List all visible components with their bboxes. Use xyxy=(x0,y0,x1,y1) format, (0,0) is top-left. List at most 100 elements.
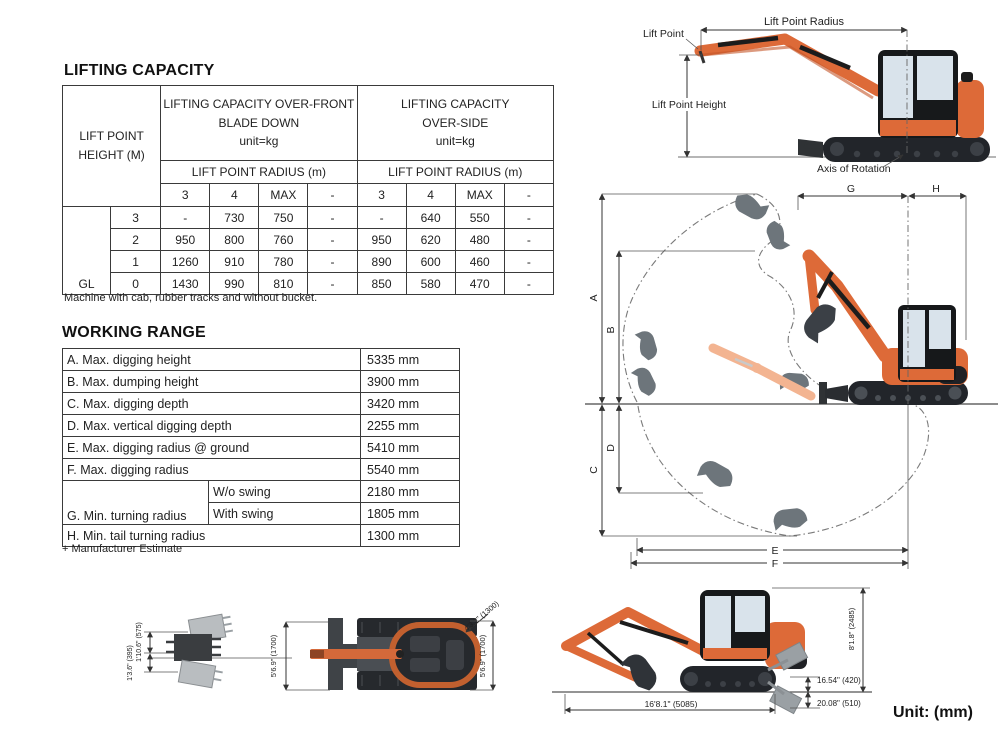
bucket-silhouettes xyxy=(627,192,810,536)
height-cell: 0 xyxy=(110,272,162,295)
blade-position-illustration xyxy=(166,613,234,689)
table-row: GL 3 - 730 750 - - 640 550 - xyxy=(61,206,555,295)
dim-label-right-1700: 5'6.9" (1700) xyxy=(478,634,487,677)
dim-label-width-1700: 5'6.9" (1700) xyxy=(269,634,278,677)
working-range-table: A. Max. digging height 5335 mm B. Max. d… xyxy=(61,348,461,547)
dim-label-1300: 4'3.2" (1300) xyxy=(462,599,500,634)
dim-label-e: E xyxy=(771,545,778,557)
dim-label-blade-up: 16.54" (420) xyxy=(817,676,861,685)
axis-of-rotation-label: Axis of Rotation xyxy=(817,163,891,175)
dim-label-c: C xyxy=(588,466,600,474)
range-value: 3900 mm xyxy=(360,370,461,393)
table-row: 2 950 800 760 - 950 620 480 - xyxy=(63,228,555,251)
cap-cell: 470 xyxy=(454,272,505,295)
cap-cell: 850 xyxy=(356,272,407,295)
cap-cell: 910 xyxy=(209,250,260,273)
cap-cell: - xyxy=(307,250,358,273)
table-row: LIFT POINT HEIGHT (M) LIFTING CAPACITY O… xyxy=(61,85,555,207)
lift-point-radius-dimension: Lift Point Radius xyxy=(700,16,908,50)
dim-label-length: 16'8.1" (5085) xyxy=(645,699,698,709)
excavator-plan-illustration xyxy=(310,618,481,690)
excavator-side-illustration xyxy=(694,33,990,162)
ghost-arm-illustration xyxy=(708,343,816,401)
track-width-dimension: 5'6.9" (1700) xyxy=(269,621,330,691)
dim-label-395: 1'3.6" (395) xyxy=(127,645,134,681)
range-sublabel: With swing xyxy=(207,502,362,525)
height-cell: 3 xyxy=(110,206,162,229)
swing-radius-dimension: 4'3.2" (1300) xyxy=(462,599,500,634)
table-row: H. Min. tail turning radius 1300 mm xyxy=(61,524,461,547)
cap-cell: 990 xyxy=(209,272,260,295)
gl-cell: GL xyxy=(61,206,112,295)
dim-label-d: D xyxy=(605,444,617,452)
lifting-capacity-footnote: Machine with cab, rubber tracks and with… xyxy=(64,292,318,304)
table-row: D. Max. vertical digging depth 2255 mm xyxy=(61,414,461,437)
cap-cell: - xyxy=(503,272,555,295)
cap-cell: 600 xyxy=(405,250,456,273)
cap-cell: 780 xyxy=(258,250,309,273)
range-label: B. Max. dumping height xyxy=(61,370,362,393)
range-label: A. Max. digging height xyxy=(61,348,362,371)
blade-lift-dimension: 16.54" (420) 20.08" (510) xyxy=(790,676,861,709)
plan-view-diagram: 1'10.6" (575) 1'3.6" (395) 5'6.9" (1700)… xyxy=(127,599,500,691)
dim-label-b: B xyxy=(605,326,617,333)
cap-cell: - xyxy=(160,206,211,229)
cap-cell: 950 xyxy=(356,228,407,251)
blade-offset-dimension: 1'10.6" (575) 1'3.6" (395) xyxy=(127,622,188,681)
radius-col: 3 xyxy=(160,183,211,207)
side-view-diagram: 16'8.1" (5085) 8'1.8" (2485) 16.54" (420… xyxy=(552,587,872,715)
working-range-title: WORKING RANGE xyxy=(62,324,206,341)
radius-col: 4 xyxy=(209,183,260,207)
header-radius-front: LIFT POINT RADIUS (m) xyxy=(160,160,358,184)
body-width-dimension: 5'6.9" (1700) xyxy=(470,620,496,691)
cap-cell: 1430 xyxy=(160,272,211,295)
lift-point-radius-label: Lift Point Radius xyxy=(764,16,845,28)
cap-cell: 760 xyxy=(258,228,309,251)
cap-cell: 950 xyxy=(160,228,211,251)
lift-point-diagram: Lift Point Radius Lift Point Lift Point … xyxy=(643,16,996,175)
cap-cell: 890 xyxy=(356,250,407,273)
table-row: 3 4 MAX - 3 4 MAX - xyxy=(63,183,555,207)
radius-col: 3 xyxy=(356,183,407,207)
table-row: B. Max. dumping height 3900 mm xyxy=(61,370,461,393)
table-row: A. Max. digging height 5335 mm xyxy=(61,348,461,371)
dim-label-g: G xyxy=(847,183,855,195)
working-range-footnote: + Manufacturer Estimate xyxy=(62,543,183,555)
unit-note: Unit: (mm) xyxy=(893,704,973,721)
height-cell: 2 xyxy=(110,228,162,251)
range-label: F. Max. digging radius xyxy=(61,458,362,481)
radius-col: MAX xyxy=(454,183,505,207)
header-over-side: LIFTING CAPACITY OVER-SIDE unit=kg xyxy=(356,85,555,161)
overall-length-dimension: 16'8.1" (5085) xyxy=(564,694,776,714)
cap-cell: 580 xyxy=(405,272,456,295)
cap-cell: - xyxy=(356,206,407,229)
cap-cell: - xyxy=(307,206,358,229)
range-value: 3420 mm xyxy=(360,392,461,415)
range-value: 2255 mm xyxy=(360,414,461,437)
axis-of-rotation-callout: Axis of Rotation xyxy=(817,154,904,175)
range-label: H. Min. tail turning radius xyxy=(61,524,362,547)
dim-label-a: A xyxy=(588,294,600,301)
cap-cell: 1260 xyxy=(160,250,211,273)
cap-cell: - xyxy=(503,228,555,251)
excavator-range-illustration xyxy=(799,249,968,405)
overall-height-dimension: 8'1.8" (2485) xyxy=(772,587,870,693)
table-row: LIFT POINT RADIUS (m) LIFT POINT RADIUS … xyxy=(63,160,555,184)
range-value: 5410 mm xyxy=(360,436,461,459)
radius-col: 4 xyxy=(405,183,456,207)
cap-cell: - xyxy=(503,250,555,273)
range-label-g: G. Min. turning radius xyxy=(62,480,209,525)
table-row: E. Max. digging radius @ ground 5410 mm xyxy=(61,436,461,459)
radius-col: MAX xyxy=(258,183,309,207)
table-row: F. Max. digging radius 5540 mm xyxy=(61,458,461,481)
height-cell: 1 xyxy=(110,250,162,273)
range-sublabel: W/o swing xyxy=(207,480,362,503)
lift-point-label: Lift Point xyxy=(643,28,684,40)
cap-cell: 730 xyxy=(209,206,260,229)
range-value: 2180 mm xyxy=(360,480,461,503)
radius-col: - xyxy=(503,183,555,207)
range-value: 5335 mm xyxy=(360,348,461,371)
dim-label-height: 8'1.8" (2485) xyxy=(847,607,856,650)
lift-point-height-dimension: Lift Point Height xyxy=(644,54,736,158)
header-lift-point-height: LIFT POINT HEIGHT (M) xyxy=(61,85,162,207)
